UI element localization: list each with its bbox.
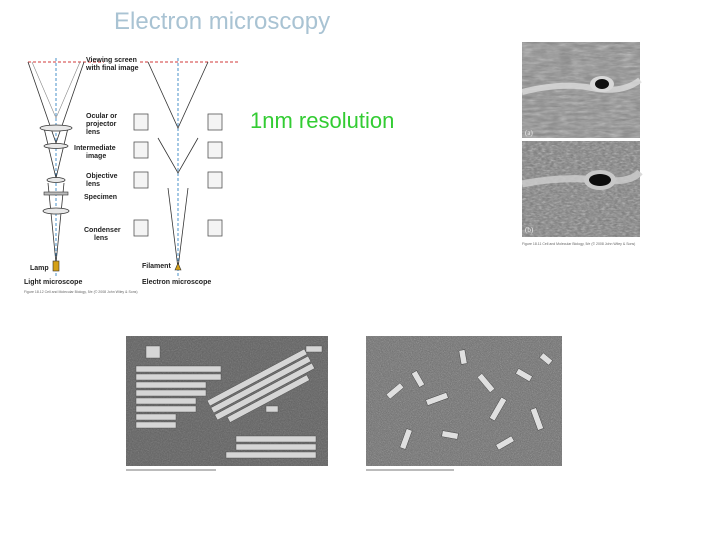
ocular-lens [39, 124, 73, 132]
micrograph-b [522, 141, 643, 237]
coil-row-4 [133, 219, 223, 237]
light-ray-top-inner [31, 61, 81, 119]
label-lamp: Lamp [30, 265, 49, 272]
micrograph-rods-scattered [366, 336, 562, 471]
coil-row-3 [133, 171, 223, 189]
label-ocular: Ocular or [86, 113, 117, 120]
objective-lens [46, 177, 66, 183]
coil-row-2 [133, 141, 223, 159]
diagram-caption: Figure 18.12 Cell and Molecular Biology,… [24, 290, 138, 294]
lamp-icon [52, 260, 60, 272]
label-intermediate: Intermediate [74, 145, 116, 152]
label-light-microscope: Light microscope [24, 279, 82, 286]
label-panel-b: (b) [525, 226, 534, 234]
electron-ray-top [147, 61, 209, 129]
label-intermediate-2: image [86, 153, 106, 160]
label-filament: Filament [142, 263, 171, 270]
label-viewing-screen: Viewing screen [86, 57, 137, 64]
label-condenser: Condenser [84, 227, 121, 234]
micrograph-caption: Figure 18.11 Cell and Molecular Biology,… [522, 242, 635, 246]
label-objective: Objective [86, 173, 118, 180]
resolution-text: 1nm resolution [250, 108, 395, 133]
label-viewing-screen-2: with final image [85, 65, 139, 72]
microscope-diagram: Viewing screen with final image Ocular o… [24, 57, 238, 294]
light-ray-top [27, 61, 85, 145]
light-specimen [43, 191, 69, 196]
label-panel-a: (a) [525, 129, 533, 137]
intermediate-lens [43, 143, 69, 149]
electron-ray-mid [157, 137, 199, 174]
micrograph-rods-stacked [126, 336, 328, 471]
label-specimen: Specimen [84, 194, 117, 201]
slide-title: Electron microscopy [114, 8, 331, 35]
label-ocular-3: lens [86, 129, 100, 136]
scattered-caption-bar [366, 469, 454, 471]
filament-icon [174, 262, 182, 271]
label-condenser-2: lens [94, 235, 108, 242]
rods-caption-bar [126, 469, 216, 471]
micrograph-comparison: (a) (b) Figure 18.11 Cell and Molecular … [522, 42, 643, 246]
label-objective-2: lens [86, 181, 100, 188]
micrograph-a [522, 42, 642, 138]
coil-row-1 [133, 113, 223, 131]
condenser-lens [42, 207, 70, 215]
label-ocular-2: projector [86, 121, 117, 128]
label-electron-microscope: Electron microscope [142, 279, 211, 286]
